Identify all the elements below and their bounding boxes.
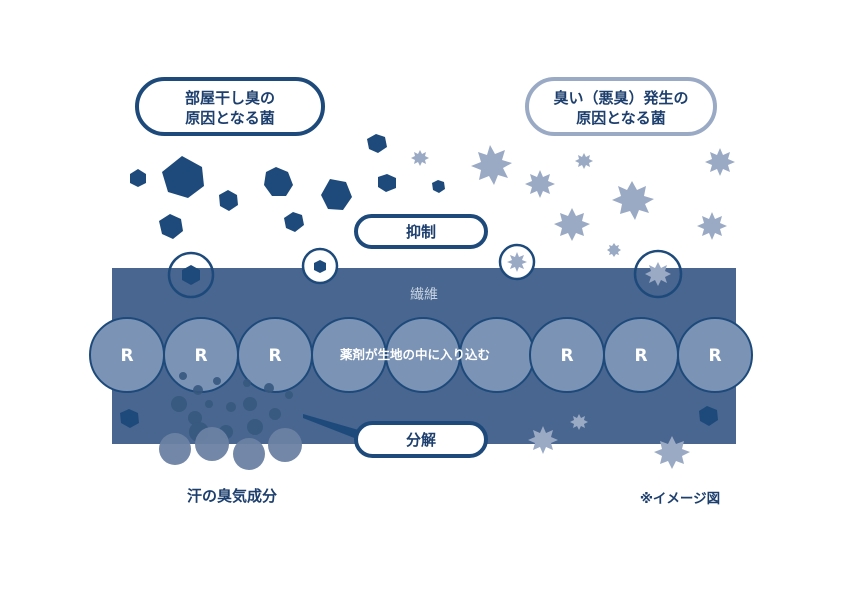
decompose-label-pill: 分解 bbox=[356, 423, 486, 456]
bad-odor-label-line2: 原因となる菌 bbox=[576, 109, 666, 127]
room-dry-label-line2: 原因となる菌 bbox=[185, 109, 275, 127]
room-dry-label-line1: 部屋干し臭の bbox=[185, 89, 275, 107]
r-mark: R bbox=[560, 346, 573, 366]
agent-label: 薬剤が生地の中に入り込む bbox=[339, 347, 490, 362]
r-mark: R bbox=[634, 346, 647, 366]
germ-hexagon bbox=[378, 174, 396, 192]
r-mark: R bbox=[268, 346, 281, 366]
germ-hexagon bbox=[432, 180, 445, 193]
germ-hexagon bbox=[321, 179, 352, 210]
fiber-label: 繊維 bbox=[410, 287, 438, 303]
germ-star bbox=[554, 208, 590, 241]
germ-hexagon bbox=[159, 214, 183, 239]
r-mark: R bbox=[120, 346, 133, 366]
bad-odor-label-line1: 臭い（悪臭）発生の bbox=[553, 89, 688, 107]
suppress-label-pill: 抑制 bbox=[356, 216, 486, 247]
germ-hexagon bbox=[284, 212, 304, 232]
germ-hexagon bbox=[130, 169, 146, 187]
germ-hexagon bbox=[367, 134, 387, 153]
r-mark: R bbox=[708, 346, 721, 366]
room-dry-germ-callout: 部屋干し臭の 原因となる菌 bbox=[137, 79, 323, 134]
germ-star bbox=[471, 145, 512, 185]
r-mark: R bbox=[194, 346, 207, 366]
germ-star bbox=[507, 252, 527, 272]
germ-star bbox=[575, 153, 593, 169]
germ-star bbox=[411, 150, 429, 166]
germ-star bbox=[525, 170, 555, 198]
germ-hexagon bbox=[219, 190, 238, 211]
germ-star bbox=[612, 181, 654, 220]
germ-star bbox=[697, 212, 727, 240]
bad-odor-germ-callout: 臭い（悪臭）発生の 原因となる菌 bbox=[527, 79, 715, 134]
sweat-odor-label: 汗の臭気成分 bbox=[187, 487, 277, 505]
germ-hexagon bbox=[162, 156, 204, 198]
germ-star bbox=[705, 148, 735, 176]
germ-hexagon bbox=[264, 167, 293, 196]
decompose-label: 分解 bbox=[406, 431, 436, 449]
suppress-label: 抑制 bbox=[406, 223, 436, 241]
germ-star bbox=[607, 243, 621, 257]
image-note: ※イメージ図 bbox=[640, 491, 720, 507]
